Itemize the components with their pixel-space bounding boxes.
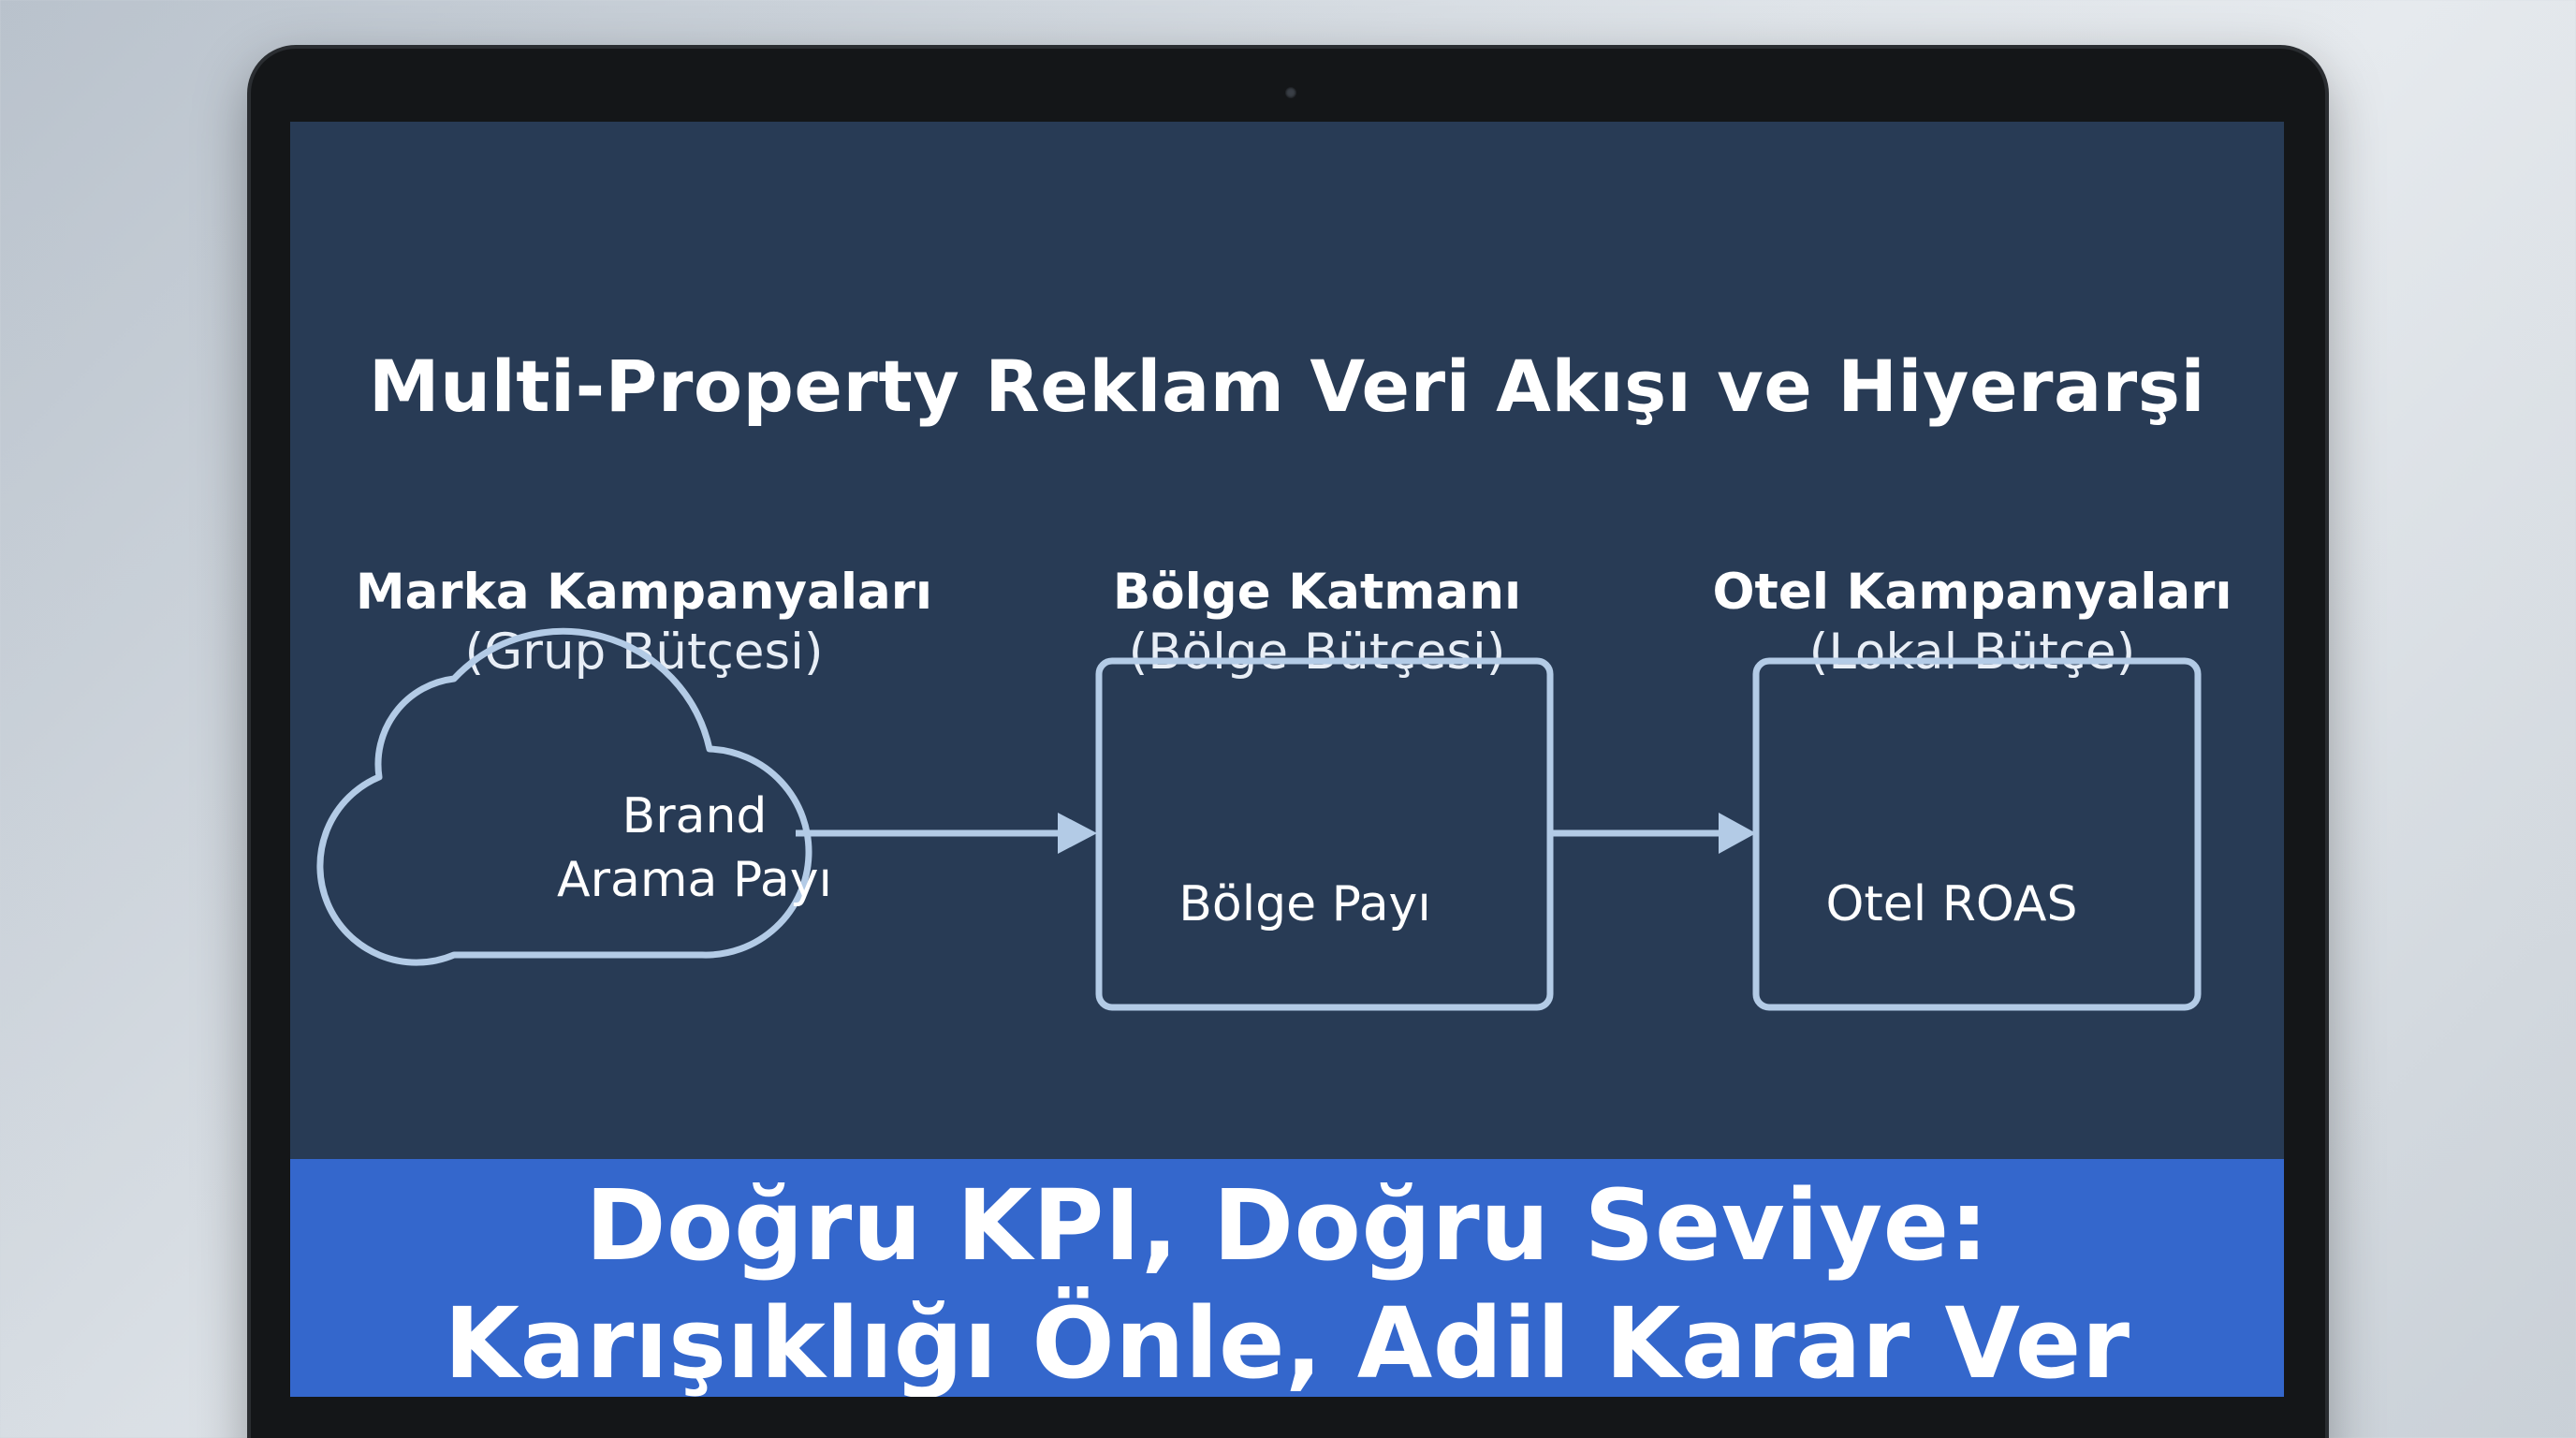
diagram-title: Multi-Property Reklam Veri Akışı ve Hiye… — [368, 345, 2206, 428]
region-node-box — [1095, 657, 1554, 1011]
column-header-brand: Marka Kampanyaları (Grup Bütçesi) — [354, 562, 934, 681]
webcam-icon — [1285, 87, 1296, 98]
cloud-node-shape — [316, 627, 812, 966]
cloud-label-line1: Brand — [622, 788, 768, 844]
flow-diagram — [316, 627, 2202, 1011]
column-heading: Marka Kampanyaları — [355, 564, 933, 621]
laptop-screen: Multi-Property Reklam Veri Akışı ve Hiye… — [290, 122, 2284, 1397]
column-heading: Otel Kampanyaları — [1712, 564, 2232, 621]
arrowhead-icon — [1058, 813, 1097, 854]
laptop-frame: Multi-Property Reklam Veri Akışı ve Hiye… — [251, 49, 2325, 1438]
column-heading: Bölge Katmanı — [1112, 564, 1522, 621]
footer-line-2: Karışıklığı Önle, Adil Karar Ver — [444, 1286, 2130, 1397]
arrowhead-icon — [1719, 813, 1756, 854]
column-header-hotel: Otel Kampanyaları (Lokal Bütçe) — [1682, 562, 2262, 681]
column-subheading: (Bölge Bütçesi) — [1128, 624, 1506, 681]
column-header-region: Bölge Katmanı (Bölge Bütçesi) — [1027, 562, 1607, 681]
footer-line-1: Doğru KPI, Doğru Seviye: — [585, 1168, 1989, 1283]
footer-banner: Doğru KPI, Doğru Seviye: Karışıklığı Önl… — [290, 1159, 2284, 1397]
column-subheading: (Lokal Bütçe) — [1808, 624, 2136, 681]
cloud-label-line2: Arama Payı — [557, 852, 832, 908]
cloud-node-label: Brand Arama Payı — [507, 785, 882, 912]
region-node-label: Bölge Payı — [1178, 876, 1431, 932]
hotel-node-box — [1752, 657, 2202, 1011]
hotel-node-label: Otel ROAS — [1825, 876, 2078, 932]
